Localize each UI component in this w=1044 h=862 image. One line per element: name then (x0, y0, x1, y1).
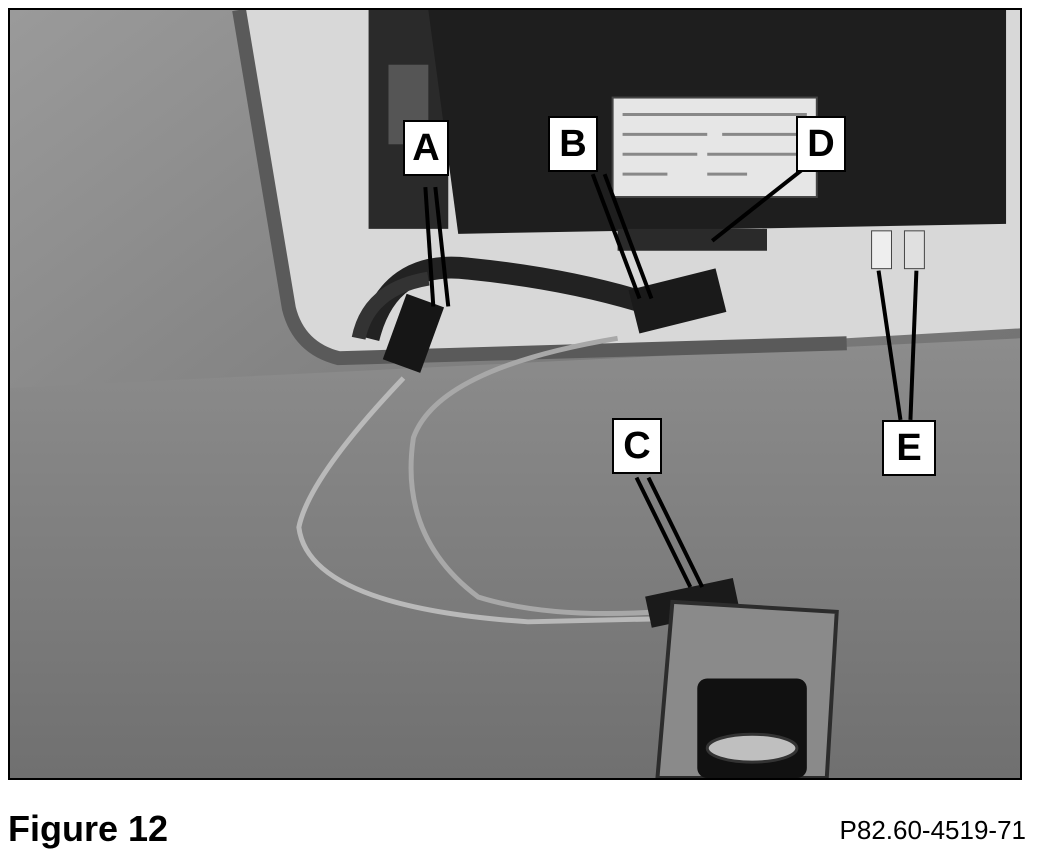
connector-b (628, 268, 727, 334)
opening-rim (232, 10, 847, 366)
label-print (622, 112, 807, 176)
connector-a (382, 293, 445, 373)
callout-b: B (548, 116, 598, 172)
callout-a: A (403, 120, 449, 176)
figure-caption: Figure 12 (8, 808, 169, 849)
callout-c: C (612, 418, 662, 474)
plug-e-left (871, 230, 893, 270)
wire-loop-inner (408, 335, 658, 617)
lower-panel (10, 338, 1020, 778)
plug-e-right (903, 230, 925, 270)
wire-loop-outer (296, 376, 658, 625)
leader-lines (423, 167, 919, 588)
callout-d: D (796, 116, 846, 172)
figure-reference: P82.60-4519-71 (839, 815, 1026, 845)
photo-illustration (10, 10, 1020, 778)
housing-knob (705, 732, 799, 764)
callout-e: E (882, 420, 936, 476)
photo: A B C D E (8, 8, 1022, 780)
wire-harness-b (351, 271, 430, 340)
module-plug (617, 228, 768, 251)
